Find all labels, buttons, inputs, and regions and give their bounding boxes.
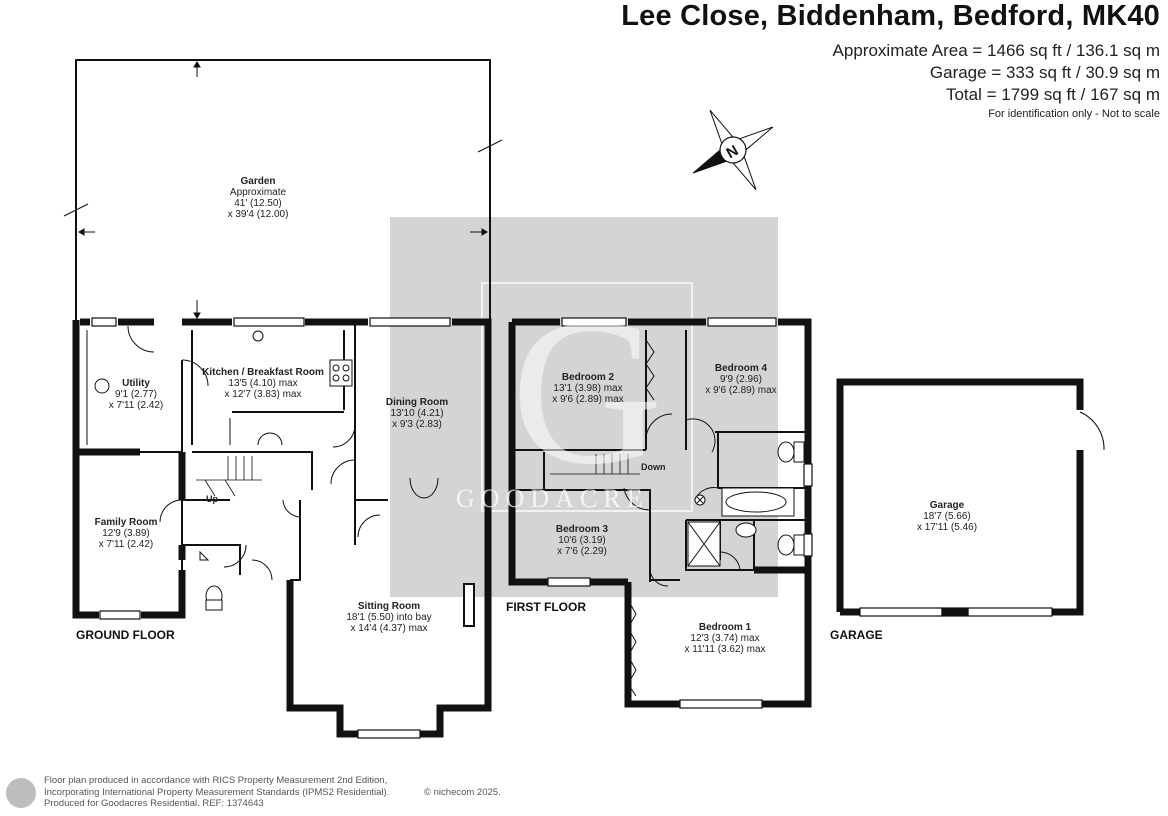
room-bedroom-3: Bedroom 3 10'6 (3.19) x 7'6 (2.29)	[556, 524, 608, 557]
room-dim-1: 13'5 (4.10) max	[228, 378, 298, 389]
room-name: Dining Room	[385, 397, 449, 408]
garden-outline	[75, 59, 491, 320]
room-dining: Dining Room 13'10 (4.21) x 9'3 (2.83)	[386, 397, 448, 430]
room-dim-1: 18'1 (5.50) into bay	[346, 612, 432, 623]
room-note: Approximate	[229, 187, 287, 198]
first-floor-walls	[508, 318, 812, 708]
room-sitting: Sitting Room 18'1 (5.50) into bay x 14'4…	[346, 601, 431, 634]
stairs-down-label: Down	[641, 462, 666, 472]
room-dim-2: x 7'6 (2.29)	[557, 546, 607, 557]
room-dim-2: x 9'6 (2.89) max	[705, 385, 777, 396]
watermark-letter: G	[511, 276, 663, 508]
room-dim-1: 12'3 (3.74) max	[690, 633, 760, 644]
watermark-frame	[481, 282, 693, 512]
ground-floor-walls	[72, 318, 492, 738]
room-dim-2: x 9'3 (2.83)	[392, 419, 442, 430]
stairs-up-label: Up	[206, 494, 218, 504]
room-utility: Utility 9'1 (2.77) x 7'11 (2.42)	[109, 378, 164, 411]
ground-floor-fixtures	[86, 330, 353, 611]
room-name: Bedroom 3	[555, 524, 609, 535]
room-name: Family Room	[94, 517, 158, 528]
garage-walls	[836, 378, 1084, 616]
room-dim-1: 9'1 (2.77)	[115, 389, 157, 400]
property-title: Lee Close, Biddenham, Bedford, MK40	[621, 0, 1160, 32]
room-name: Utility	[122, 378, 150, 389]
room-dim-1: 10'6 (3.19)	[558, 535, 606, 546]
ground-floor-stairs	[196, 456, 262, 497]
room-dim-2: x 11'11 (3.62) max	[684, 644, 766, 655]
compass-icon	[692, 109, 774, 191]
fireplace	[463, 583, 475, 627]
room-name: Bedroom 1	[698, 622, 752, 633]
room-dim-1: 13'10 (4.21)	[390, 408, 444, 419]
first-floor-fixtures	[687, 441, 805, 567]
ground-floor-windows	[91, 317, 451, 739]
approximate-area: Approximate Area = 1466 sq ft / 136.1 sq…	[832, 41, 1160, 60]
room-garage: Garage 18'7 (5.66) x 17'11 (5.46)	[917, 500, 977, 533]
garden-dimension-arrows	[63, 61, 503, 319]
rics-logo-icon	[6, 778, 36, 808]
footer-line-1: Floor plan produced in accordance with R…	[44, 775, 388, 786]
footer-line-3: Produced for Goodacres Residential. REF:…	[44, 798, 264, 809]
room-name: Bedroom 4	[714, 363, 768, 374]
room-dim-1: 18'7 (5.66)	[923, 511, 971, 522]
ground-floor-doors	[127, 325, 439, 581]
room-name: Kitchen / Breakfast Room	[202, 367, 324, 378]
room-name: Garage	[929, 500, 965, 511]
room-dim-2: x 17'11 (5.46)	[916, 522, 978, 533]
room-dim-2: x 7'11 (2.42)	[108, 400, 164, 411]
room-dim-2: x 9'6 (2.89) max	[552, 394, 624, 405]
total-area: Total = 1799 sq ft / 167 sq m	[945, 85, 1160, 104]
room-dim-1: 9'9 (2.96)	[720, 374, 762, 385]
garage-floor-label: GARAGE	[830, 628, 883, 642]
room-family: Family Room 12'9 (3.89) x 7'11 (2.42)	[95, 517, 158, 550]
room-name: Bedroom 2	[561, 372, 615, 383]
first-floor-stairs	[550, 454, 640, 475]
watermark-name: GOODACRE	[456, 484, 649, 513]
room-dim-2: x 7'11 (2.42)	[98, 539, 154, 550]
room-name: Garden	[240, 176, 276, 187]
room-dim-1: 41' (12.50)	[234, 198, 282, 209]
ground-floor-label: GROUND FLOOR	[76, 628, 175, 642]
room-bedroom-1: Bedroom 1 12'3 (3.74) max x 11'11 (3.62)…	[684, 622, 765, 655]
room-dim-2: x 12'7 (3.83) max	[224, 389, 302, 400]
first-floor-label: FIRST FLOOR	[506, 600, 586, 614]
room-kitchen: Kitchen / Breakfast Room 13'5 (4.10) max…	[202, 367, 324, 400]
first-floor-doors	[623, 339, 741, 697]
footer-line-2: Incorporating International Property Mea…	[44, 786, 390, 798]
room-bedroom-4: Bedroom 4 9'9 (2.96) x 9'6 (2.89) max	[705, 363, 776, 396]
garage-side-door	[1079, 411, 1105, 451]
room-dim-2: x 39'4 (12.00)	[227, 209, 289, 220]
garage-door	[859, 607, 1053, 617]
footer-credits: Floor plan produced in accordance with R…	[44, 775, 501, 810]
room-dim-1: 13'1 (3.98) max	[553, 383, 623, 394]
room-garden: Garden Approximate 41' (12.50) x 39'4 (1…	[228, 176, 289, 220]
room-bedroom-2: Bedroom 2 13'1 (3.98) max x 9'6 (2.89) m…	[552, 372, 623, 405]
room-name: Sitting Room	[357, 601, 421, 612]
room-dim-2: x 14'4 (4.37) max	[350, 623, 428, 634]
garage-area: Garage = 333 sq ft / 30.9 sq m	[929, 63, 1160, 82]
room-dim-1: 12'9 (3.89)	[102, 528, 150, 539]
scale-note: For identification only - Not to scale	[988, 108, 1160, 120]
footer-copyright: © nichecom 2025.	[424, 786, 501, 798]
